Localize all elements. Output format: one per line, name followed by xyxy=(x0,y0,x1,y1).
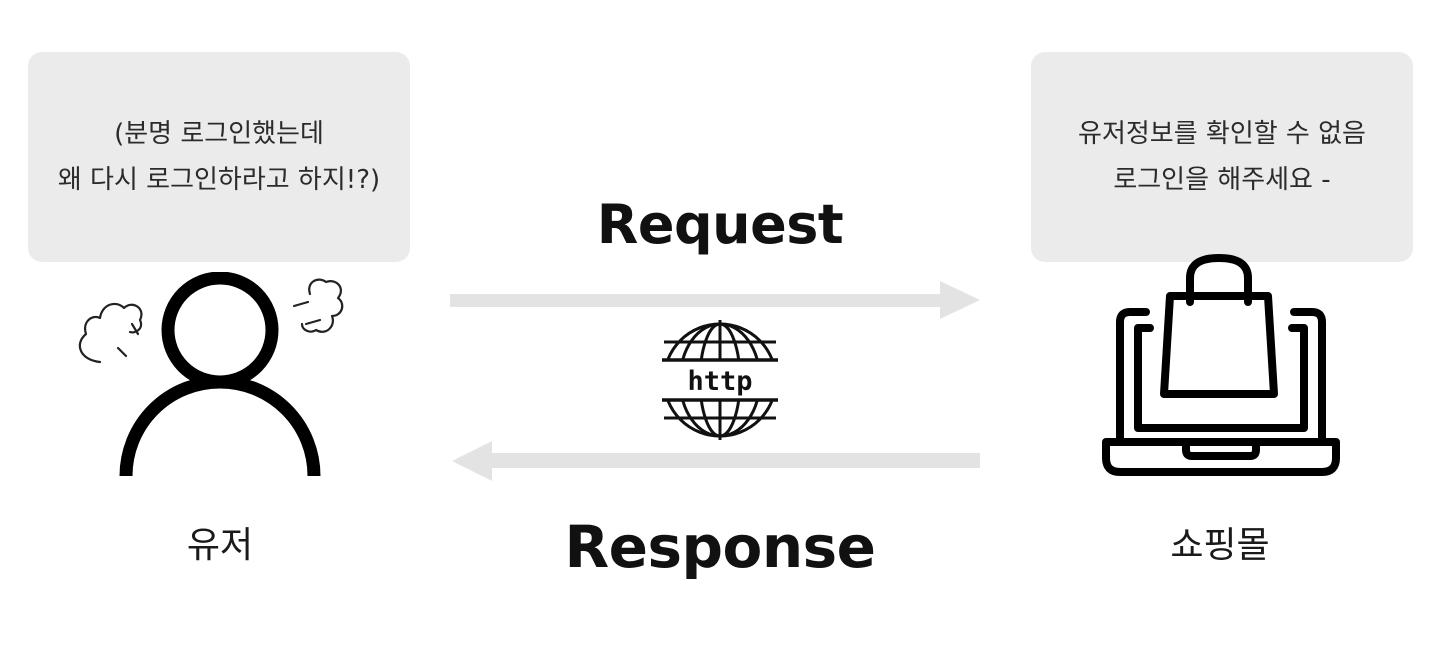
user-thought-text: (분명 로그인했는데 왜 다시 로그인하라고 하지!?) xyxy=(58,111,380,203)
http-globe-icon: http xyxy=(662,320,778,440)
response-label: Response xyxy=(564,513,876,581)
http-globe-label: http xyxy=(687,366,752,397)
shopping-laptop-icon xyxy=(1102,254,1340,476)
shop-message-line-2: 로그인을 해주세요 - xyxy=(1113,165,1331,195)
user-thought-bubble: (분명 로그인했는데 왜 다시 로그인하라고 하지!?) xyxy=(28,52,410,262)
shop-message-line-1: 유저정보를 확인할 수 없음 xyxy=(1078,119,1366,149)
request-arrow xyxy=(450,281,980,319)
user-thought-line-1: (분명 로그인했는데 xyxy=(114,119,324,149)
shop-caption: 쇼핑몰 xyxy=(1170,525,1270,566)
shop-message-bubble: 유저정보를 확인할 수 없음 로그인을 해주세요 - xyxy=(1031,52,1413,262)
response-arrow xyxy=(452,441,980,481)
frustrated-user-icon xyxy=(78,272,344,477)
request-label: Request xyxy=(596,193,844,256)
user-thought-line-2: 왜 다시 로그인하라고 하지!?) xyxy=(57,165,381,195)
user-caption: 유저 xyxy=(186,525,254,566)
shop-message-text: 유저정보를 확인할 수 없음 로그인을 해주세요 - xyxy=(1078,111,1366,203)
